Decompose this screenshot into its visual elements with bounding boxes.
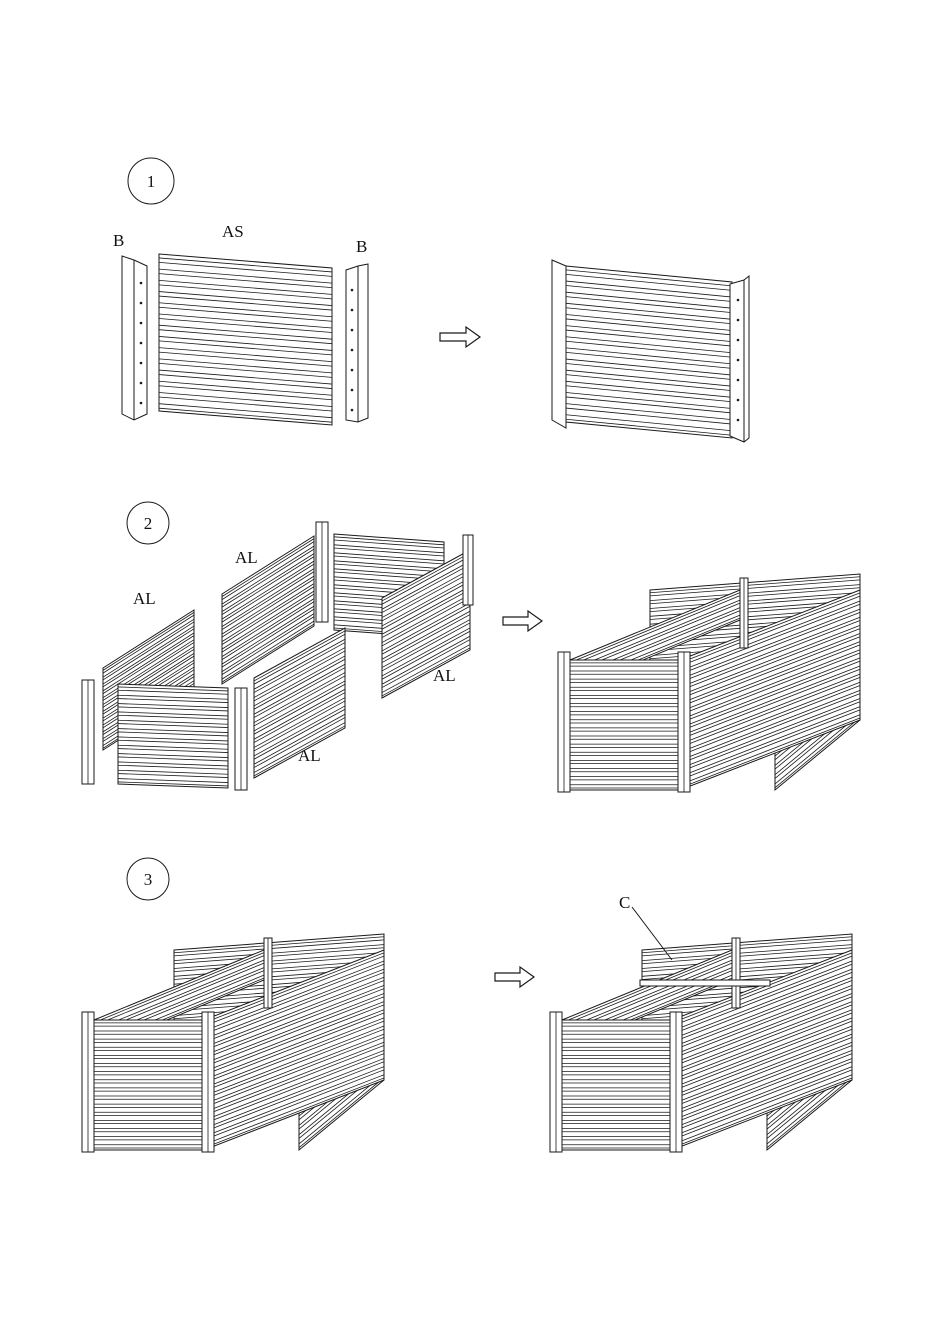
bed-front-wall — [562, 1020, 672, 1150]
step-1-badge: 1 — [128, 158, 174, 204]
step-2-group: 2 AL AL AL AL — [82, 502, 860, 792]
bed-post-front-right — [670, 1012, 682, 1152]
panel-as-ribs — [159, 254, 332, 425]
step-2-number: 2 — [144, 514, 153, 533]
assembled-panel-ribs — [566, 266, 732, 438]
step-3-bed-with-brace — [550, 934, 852, 1152]
step-3-badge: 3 — [127, 858, 169, 900]
bed-post-mid-back — [264, 938, 272, 1008]
bed-front-wall — [570, 660, 680, 790]
bed-front-wall — [94, 1020, 204, 1150]
bed-post-mid-back — [740, 578, 748, 648]
bed-post-front-left — [82, 1012, 94, 1152]
post-front-left — [82, 680, 94, 784]
step-2-badge: 2 — [127, 502, 169, 544]
panel-as — [159, 254, 332, 425]
panel-as-front — [118, 684, 228, 788]
bed-post-front-right — [202, 1012, 214, 1152]
label-b-right: B — [356, 237, 367, 256]
post-b-left — [122, 256, 147, 420]
bed-post-front-left — [558, 652, 570, 792]
step-1-number: 1 — [147, 172, 156, 191]
bed-post-mid-back — [732, 938, 740, 1008]
step-1-arrow-icon — [440, 327, 480, 347]
step-3-bed-before — [82, 934, 384, 1152]
label-al-left: AL — [133, 589, 156, 608]
post-b-right — [346, 264, 368, 422]
post-top-middle — [316, 522, 328, 622]
label-c: C — [619, 893, 630, 912]
bed-post-front-right — [678, 652, 690, 792]
step-3-arrow-icon — [495, 967, 534, 987]
step-2-exploded-parts — [82, 522, 473, 790]
step-3-number: 3 — [144, 870, 153, 889]
post-front-right — [235, 688, 247, 790]
step-2-arrow-icon — [503, 611, 542, 631]
post-back-right — [463, 535, 473, 605]
step-3-group: 3 C — [82, 858, 852, 1152]
label-b-left: B — [113, 231, 124, 250]
brace-c — [640, 980, 770, 986]
label-al-top: AL — [235, 548, 258, 567]
bed-post-front-left — [550, 1012, 562, 1152]
label-as: AS — [222, 222, 244, 241]
step-1-group: 1 B AS B — [113, 158, 749, 442]
step-1-assembled-wall — [552, 260, 749, 442]
step-2-assembled-bed — [558, 574, 860, 792]
